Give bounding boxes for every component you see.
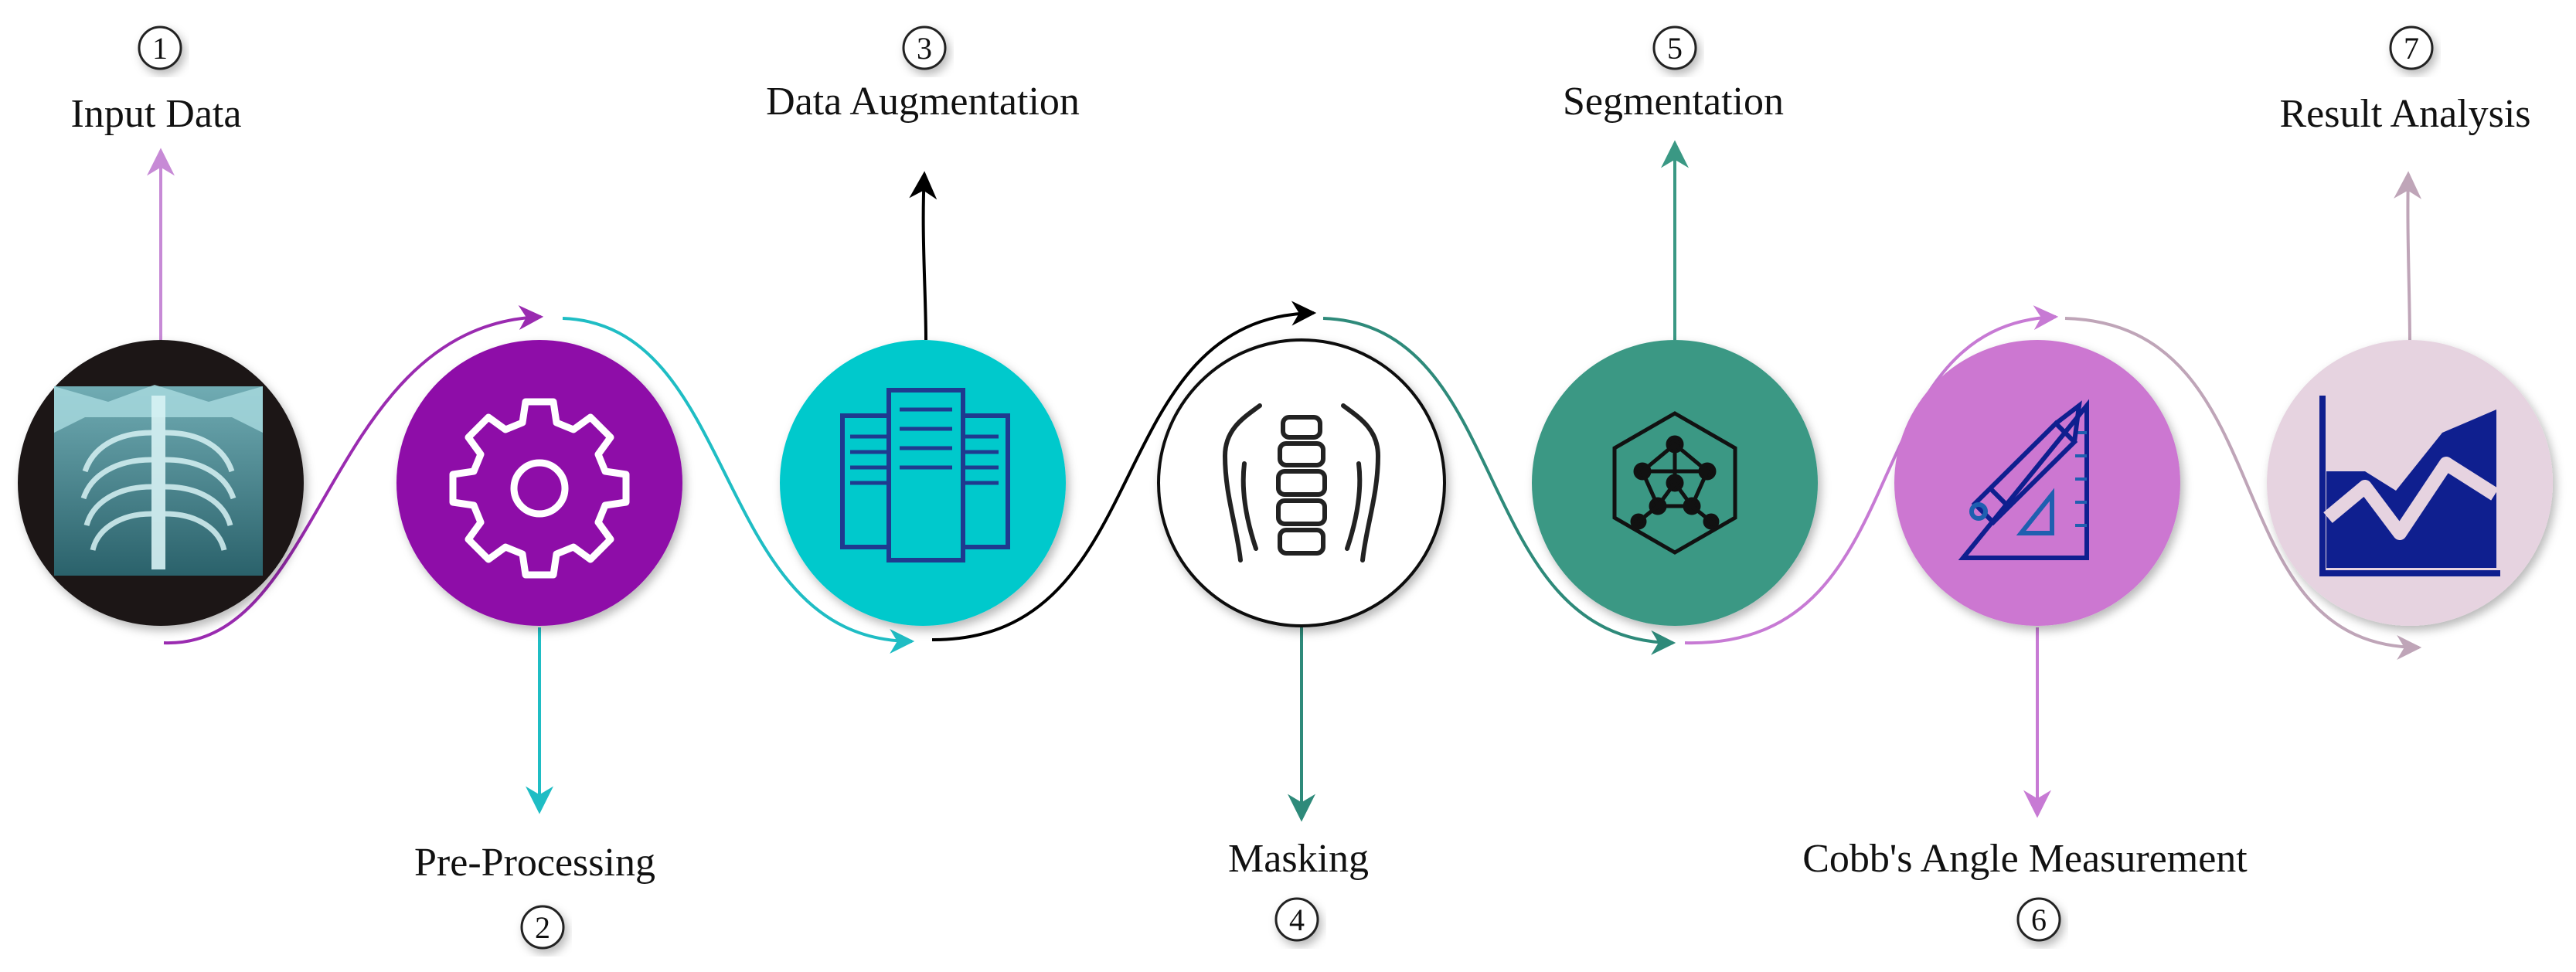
network-hexagon-icon (1612, 411, 1737, 555)
step-1-node (18, 340, 304, 626)
step-3-number: 3 (917, 31, 932, 66)
step-6-circle (1894, 340, 2180, 626)
flow-3-to-4 (931, 301, 1317, 642)
step-6-badge: 6 (2016, 897, 2061, 942)
step-3-label: Data Augmentation (766, 80, 1080, 124)
step-7-number: 7 (2404, 31, 2419, 66)
chest-xray-icon (54, 385, 263, 576)
step-3-node (780, 340, 1066, 626)
step-6-label: Cobb's Angle Measurement (1802, 837, 2248, 881)
step-4-label: Masking (1228, 837, 1369, 881)
pencil-ruler-icon (1958, 399, 2089, 560)
label-arrows (147, 140, 2422, 822)
flow-6-to-7 (2064, 317, 2422, 660)
step-5-badge: 5 (1652, 25, 1697, 70)
step-2-number: 2 (535, 910, 550, 945)
flow-connectors (163, 301, 2422, 660)
step-7-label: Result Analysis (2279, 92, 2530, 136)
step-2-circle (396, 340, 682, 626)
arrow-step-3 (909, 171, 938, 341)
step-5-node (1532, 340, 1818, 626)
flow-5-to-6 (1684, 305, 2059, 645)
step-4-number: 4 (1289, 902, 1305, 937)
step-4-node (1157, 338, 1446, 627)
documents-icon (840, 388, 1010, 562)
spine-torso-icon (1222, 403, 1381, 562)
flow-2-to-3 (562, 317, 915, 654)
step-2-label: Pre-Processing (414, 841, 655, 885)
step-6-number: 6 (2031, 902, 2047, 937)
step-3-badge: 3 (902, 25, 947, 70)
step-6-node (1894, 340, 2180, 626)
step-2-node (396, 340, 682, 626)
flow-1-to-2 (163, 305, 544, 645)
step-5-number: 5 (1667, 31, 1683, 66)
arrow-step-7 (2394, 171, 2422, 345)
step-1-badge: 1 (138, 25, 182, 70)
step-7-node (2267, 340, 2553, 626)
flow-4-to-5 (1322, 317, 1676, 655)
gear-icon (449, 398, 630, 579)
step-2-badge: 2 (520, 905, 565, 950)
step-4-badge: 4 (1274, 897, 1319, 942)
step-7-badge: 7 (2389, 25, 2434, 70)
area-chart-icon (2319, 396, 2500, 576)
step-1-number: 1 (152, 31, 168, 66)
step-1-label: Input Data (71, 92, 242, 136)
step-5-label: Segmentation (1563, 80, 1784, 124)
